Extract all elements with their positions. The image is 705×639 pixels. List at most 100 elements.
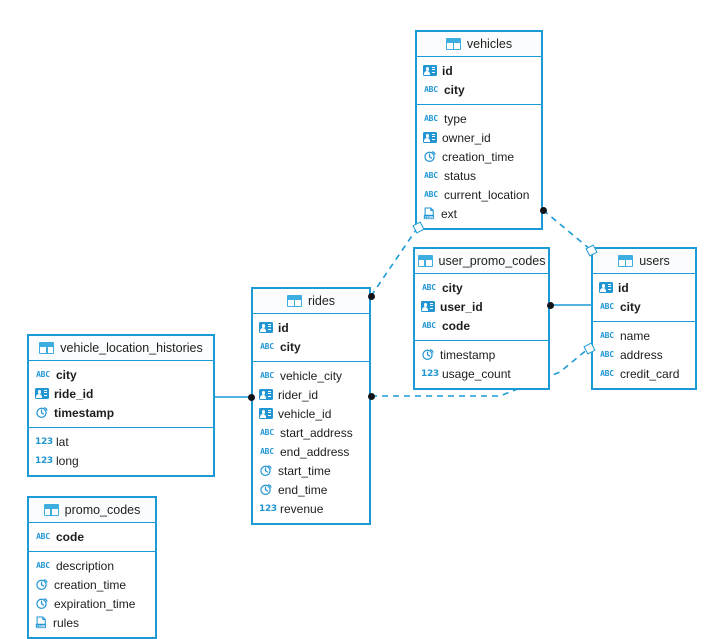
column-row[interactable]: id xyxy=(253,318,369,337)
table-header[interactable]: vehicle_location_histories xyxy=(29,336,213,361)
column-name: city xyxy=(56,367,77,382)
column-row[interactable]: creation_time xyxy=(417,147,541,166)
column-row[interactable]: ride_id xyxy=(29,384,213,403)
column-row[interactable]: id xyxy=(593,278,695,297)
123-number-icon: 123 xyxy=(259,504,277,514)
column-row[interactable]: ABC city xyxy=(593,297,695,316)
column-name: ext xyxy=(441,206,458,221)
abc-string-icon: ABC xyxy=(600,369,614,378)
table-grid-icon xyxy=(286,295,302,307)
abc-string-icon: ABC xyxy=(36,532,50,541)
column-row[interactable]: user_id xyxy=(415,297,548,316)
column-row[interactable]: start_time xyxy=(253,461,369,480)
column-row[interactable]: owner_id xyxy=(417,128,541,147)
column-name: rules xyxy=(53,615,80,630)
abc-string-icon: ABC xyxy=(600,302,614,311)
column-name: end_time xyxy=(278,482,328,497)
table-header[interactable]: promo_codes xyxy=(29,498,155,523)
clock-icon xyxy=(421,348,435,361)
column-name: city xyxy=(442,280,463,295)
column-name: long xyxy=(56,453,79,468)
column-name: revenue xyxy=(280,501,324,516)
column-name: city xyxy=(620,299,641,314)
column-name: owner_id xyxy=(442,130,491,145)
abc-string-icon: ABC xyxy=(424,85,438,94)
column-row[interactable]: ABC current_location xyxy=(417,185,541,204)
table-name: vehicle_location_histories xyxy=(60,340,203,355)
abc-string-icon: ABC xyxy=(600,331,614,340)
column-row[interactable]: rider_id xyxy=(253,385,369,404)
abc-string-icon: ABC xyxy=(36,370,50,379)
column-row[interactable]: vehicle_id xyxy=(253,404,369,423)
relationship-source-dot xyxy=(539,206,547,214)
column-row[interactable]: end_time xyxy=(253,480,369,499)
id-card-icon xyxy=(599,282,613,293)
table-grid-icon xyxy=(43,504,59,516)
svg-text:JSON: JSON xyxy=(425,215,434,219)
abc-string-icon: ABC xyxy=(260,371,274,380)
123-number-icon: 123 xyxy=(35,456,53,466)
clock-icon xyxy=(35,406,49,419)
table-name: user_promo_codes xyxy=(438,253,546,268)
column-name: address xyxy=(620,347,663,362)
table-header[interactable]: user_promo_codes xyxy=(415,249,548,274)
column-row[interactable]: JSON ext xyxy=(417,204,541,223)
abc-string-icon: ABC xyxy=(424,114,438,123)
column-row[interactable]: id xyxy=(417,61,541,80)
column-name: end_address xyxy=(280,444,350,459)
relationship-source-dot xyxy=(247,393,255,401)
abc-string-icon: ABC xyxy=(424,190,438,199)
relationship-line-vehicles-to-users xyxy=(542,209,592,251)
column-row[interactable]: timestamp xyxy=(415,345,548,364)
primary-key-section: ABC city ride_id timestamp xyxy=(29,361,213,428)
column-name: timestamp xyxy=(54,405,115,420)
id-card-icon xyxy=(35,388,49,399)
table-header[interactable]: rides xyxy=(253,289,369,314)
column-name: id xyxy=(442,63,453,78)
column-name: expiration_time xyxy=(54,596,136,611)
json-document-icon: JSON xyxy=(423,207,436,220)
column-row[interactable]: ABC city xyxy=(29,365,213,384)
column-row[interactable]: timestamp xyxy=(29,403,213,422)
column-name: creation_time xyxy=(442,149,515,164)
column-name: type xyxy=(444,111,467,126)
column-name: status xyxy=(444,168,477,183)
relationship-line-rides-to-vehicles xyxy=(370,226,419,297)
column-name: current_location xyxy=(444,187,530,202)
abc-string-icon: ABC xyxy=(422,321,436,330)
table-header[interactable]: users xyxy=(593,249,695,274)
column-row[interactable]: creation_time xyxy=(29,575,155,594)
table-header[interactable]: vehicles xyxy=(417,32,541,57)
column-row[interactable]: ABC type xyxy=(417,109,541,128)
column-row[interactable]: expiration_time xyxy=(29,594,155,613)
